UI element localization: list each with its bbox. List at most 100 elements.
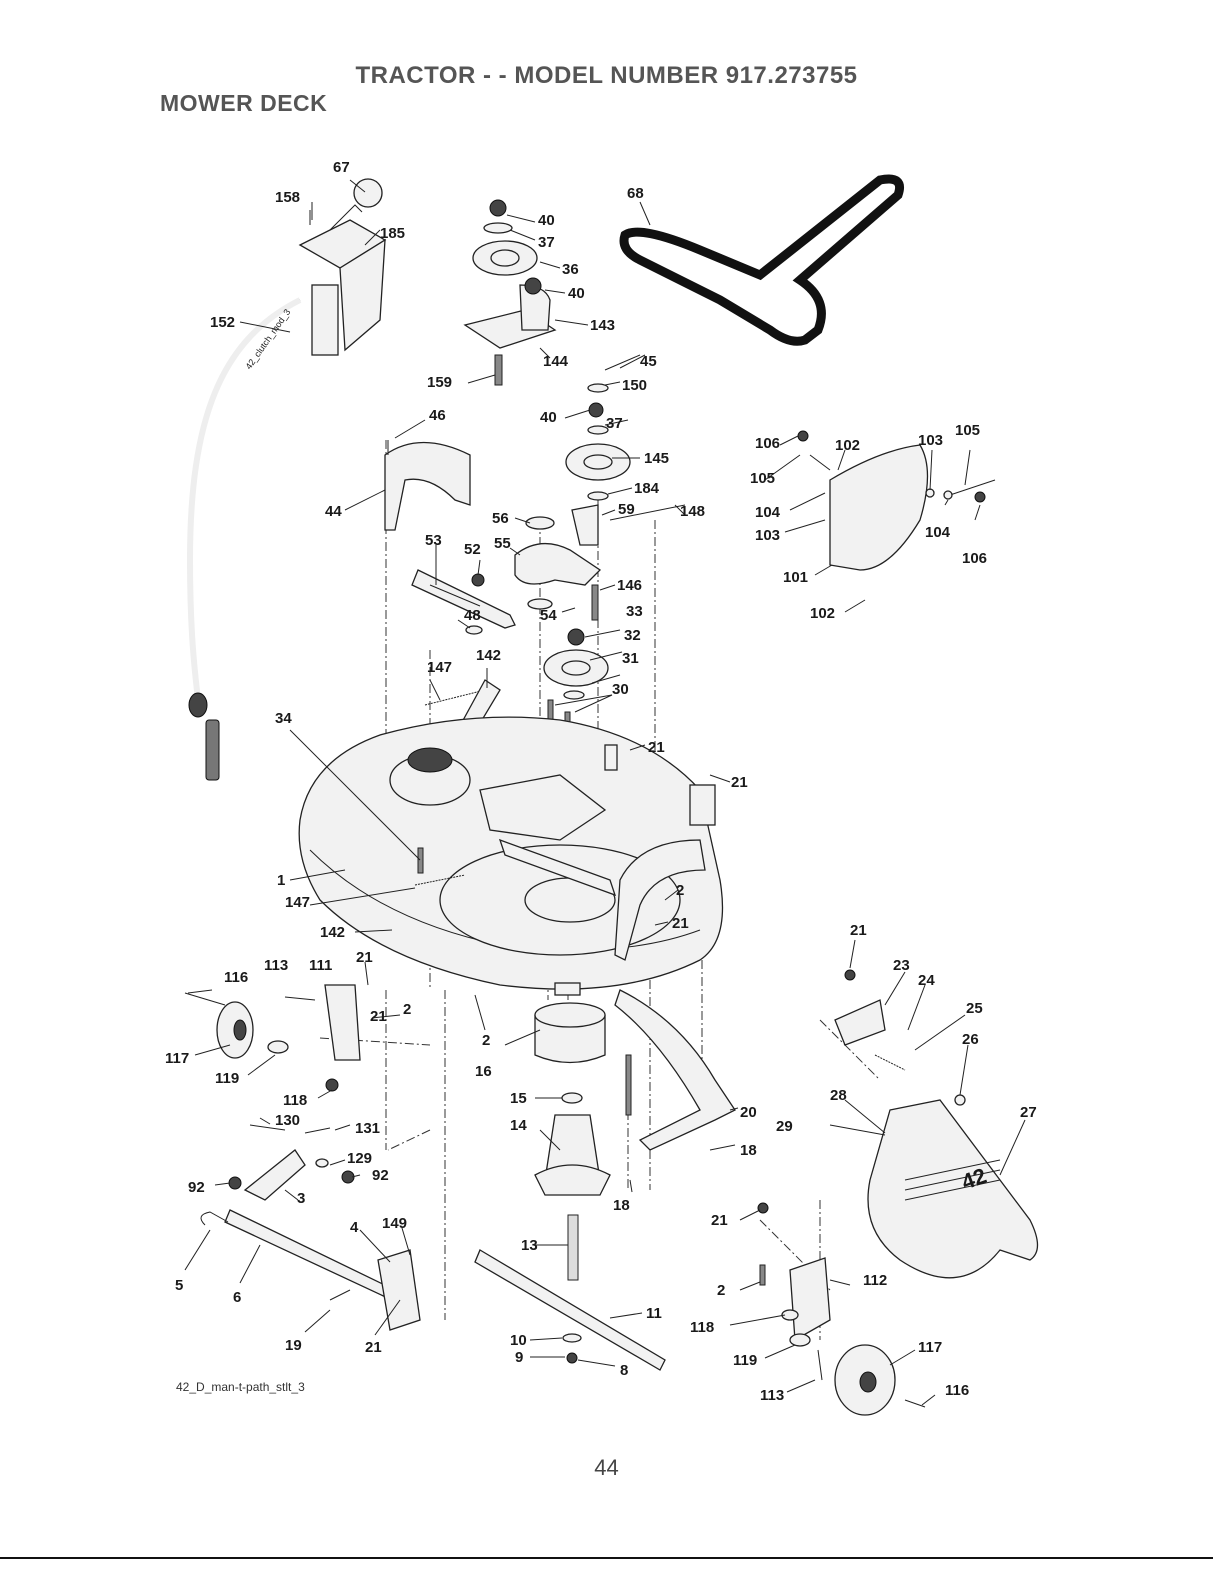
part-callout-119: 119 <box>733 1352 757 1369</box>
part-callout-54: 54 <box>540 607 557 624</box>
lower-spring <box>414 847 466 886</box>
part-callout-129: 129 <box>347 1150 372 1167</box>
part-callout-21: 21 <box>850 922 867 939</box>
drive-belt <box>619 174 904 346</box>
part-callout-147: 147 <box>285 894 310 911</box>
part-callout-21: 21 <box>356 949 373 966</box>
lift-bracket <box>298 178 387 356</box>
part-callout-15: 15 <box>510 1090 527 1107</box>
part-callout-40: 40 <box>540 409 557 426</box>
part-callout-102: 102 <box>835 437 860 454</box>
part-callout-19: 19 <box>285 1337 302 1354</box>
part-callout-46: 46 <box>429 407 446 424</box>
part-callout-92: 92 <box>188 1179 205 1196</box>
part-callout-11: 11 <box>646 1305 662 1322</box>
part-callout-146: 146 <box>617 577 642 594</box>
part-callout-55: 55 <box>494 535 511 552</box>
part-callout-5: 5 <box>175 1277 183 1294</box>
part-callout-48: 48 <box>464 607 481 624</box>
mower-deck-shell <box>298 716 724 996</box>
right-lift-bracket <box>834 969 966 1106</box>
part-callout-29: 29 <box>776 1118 793 1135</box>
part-callout-36: 36 <box>562 261 579 278</box>
part-callout-34: 34 <box>275 710 292 727</box>
part-callout-25: 25 <box>966 1000 983 1017</box>
part-callout-8: 8 <box>620 1362 628 1379</box>
part-callout-116: 116 <box>945 1382 969 1399</box>
part-callout-21: 21 <box>370 1008 387 1025</box>
part-callout-101: 101 <box>783 569 808 586</box>
part-callout-30: 30 <box>612 681 629 698</box>
part-callout-20: 20 <box>740 1104 757 1121</box>
part-callout-119: 119 <box>215 1070 239 1087</box>
part-callout-31: 31 <box>622 650 639 667</box>
part-callout-113: 113 <box>264 957 288 974</box>
part-callout-28: 28 <box>830 1087 847 1104</box>
part-callout-53: 53 <box>425 532 442 549</box>
part-callout-106: 106 <box>755 435 780 452</box>
part-callout-6: 6 <box>233 1289 241 1306</box>
blade-spindle-assembly <box>474 1002 666 1371</box>
part-callout-18: 18 <box>740 1142 757 1159</box>
part-callout-44: 44 <box>325 503 342 520</box>
part-callout-148: 148 <box>680 503 705 520</box>
part-callout-9: 9 <box>515 1349 523 1366</box>
part-callout-147: 147 <box>427 659 452 676</box>
part-callout-40: 40 <box>538 212 555 229</box>
part-callout-23: 23 <box>893 957 910 974</box>
part-callout-37: 37 <box>538 234 555 251</box>
part-callout-45: 45 <box>640 353 657 370</box>
part-callout-2: 2 <box>676 882 684 899</box>
part-callout-150: 150 <box>622 377 647 394</box>
drawing-code: 42_D_man-t-path_stlt_3 <box>176 1380 305 1394</box>
part-callout-152: 152 <box>210 314 235 331</box>
part-callout-21: 21 <box>711 1212 728 1229</box>
lift-links <box>200 1124 421 1331</box>
part-callout-21: 21 <box>731 774 748 791</box>
callout-leaders <box>184 179 1026 1406</box>
part-callout-3: 3 <box>297 1190 305 1207</box>
part-callout-59: 59 <box>618 501 635 518</box>
part-callout-117: 117 <box>165 1050 189 1067</box>
part-callout-2: 2 <box>403 1001 411 1018</box>
part-callout-117: 117 <box>918 1339 942 1356</box>
part-callout-14: 14 <box>510 1117 527 1134</box>
part-callout-102: 102 <box>810 605 835 622</box>
part-callout-18: 18 <box>613 1197 630 1214</box>
guide-pulley-stack <box>565 354 641 501</box>
part-callout-145: 145 <box>644 450 669 467</box>
part-callout-10: 10 <box>510 1332 527 1349</box>
part-callout-24: 24 <box>918 972 935 989</box>
part-callout-92: 92 <box>372 1167 389 1184</box>
part-callout-184: 184 <box>634 480 660 497</box>
part-callout-112: 112 <box>863 1272 887 1289</box>
part-callout-21: 21 <box>672 915 689 932</box>
part-callout-142: 142 <box>476 647 501 664</box>
part-callout-26: 26 <box>962 1031 979 1048</box>
discharge-chute: 42 <box>829 1099 1039 1279</box>
part-callout-33: 33 <box>626 603 643 620</box>
part-callout-68: 68 <box>627 185 644 202</box>
page-title: TRACTOR - - MODEL NUMBER 917.273755 <box>355 62 858 89</box>
part-callout-37: 37 <box>606 415 623 432</box>
right-gauge-wheel <box>757 1202 926 1416</box>
part-callout-32: 32 <box>624 627 641 644</box>
deflector-baffle <box>797 430 996 571</box>
part-callout-144: 144 <box>543 353 569 370</box>
part-callout-21: 21 <box>365 1339 382 1356</box>
part-callout-103: 103 <box>755 527 780 544</box>
brake-arm <box>411 569 516 635</box>
part-callout-149: 149 <box>382 1215 407 1232</box>
part-callout-158: 158 <box>275 189 300 206</box>
part-callout-40: 40 <box>568 285 585 302</box>
part-callout-2: 2 <box>717 1282 725 1299</box>
part-callout-118: 118 <box>283 1092 307 1109</box>
left-gauge-wheel <box>184 984 361 1092</box>
part-callout-130: 130 <box>275 1112 300 1129</box>
part-callout-113: 113 <box>760 1387 784 1404</box>
footer-rule <box>0 1557 1213 1559</box>
part-callout-118: 118 <box>690 1319 714 1336</box>
part-callout-111: 111 <box>309 957 332 974</box>
part-callout-2: 2 <box>482 1032 490 1049</box>
